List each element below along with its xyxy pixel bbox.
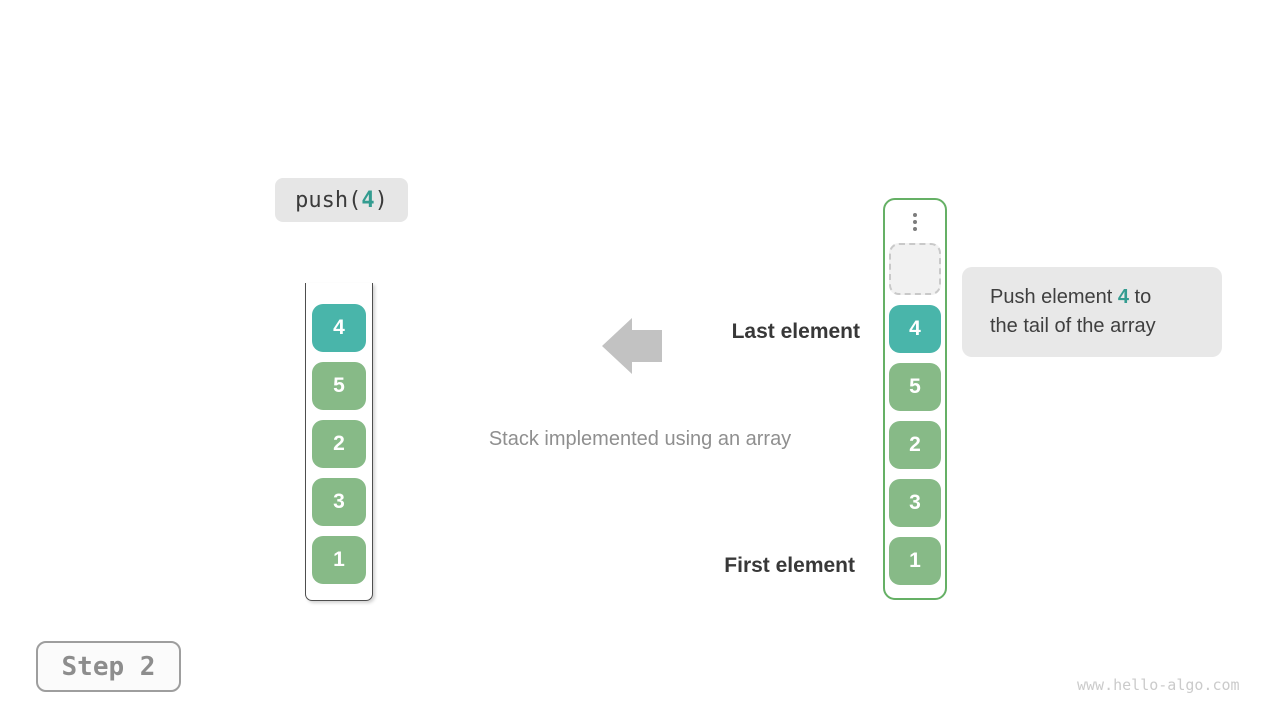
- stack-cell: 2: [312, 420, 366, 468]
- stack-cell-value: 1: [333, 548, 345, 571]
- callout-highlight-value: 4: [1117, 286, 1129, 308]
- array-cell: 5: [889, 363, 941, 411]
- stack-cell: 5: [312, 362, 366, 410]
- array-cell: 1: [889, 537, 941, 585]
- stack-container-left: 4 5 2 3 1: [305, 283, 373, 601]
- push-explanation-callout: Push element 4 to the tail of the array: [962, 267, 1222, 357]
- stack-cell-value: 2: [333, 432, 345, 455]
- ellipsis-dot: [913, 227, 917, 231]
- last-element-label: Last element: [731, 320, 860, 343]
- push-close-paren: ): [374, 187, 388, 213]
- stack-cell-value: 3: [333, 490, 345, 513]
- array-cell: 2: [889, 421, 941, 469]
- push-operation-label: push(4): [275, 178, 408, 222]
- array-cell-value: 5: [909, 375, 921, 398]
- array-cell-value: 2: [909, 433, 921, 456]
- site-watermark: www.hello-algo.com: [1077, 676, 1240, 694]
- step-badge-label: Step 2: [61, 651, 156, 682]
- ellipsis-dot: [913, 220, 917, 224]
- diagram-caption: Stack implemented using an array: [488, 428, 792, 450]
- callout-text: Push element: [990, 286, 1118, 308]
- vertical-ellipsis-icon: [913, 213, 917, 231]
- stack-cell-value: 5: [333, 374, 345, 397]
- array-cell: 3: [889, 479, 941, 527]
- array-cell-value: 1: [909, 549, 921, 572]
- array-cell-value: 4: [909, 317, 921, 340]
- stack-cell-value: 4: [333, 316, 345, 339]
- push-argument: 4: [361, 187, 375, 213]
- callout-text-line2: the tail of the array: [990, 315, 1156, 337]
- empty-array-slot: [889, 243, 941, 295]
- stack-cell: 4: [312, 304, 366, 352]
- array-cell: 4: [889, 305, 941, 353]
- first-element-label: First element: [724, 554, 855, 577]
- callout-text: to: [1128, 286, 1152, 308]
- push-function-text: push(: [295, 187, 362, 213]
- stack-cell: 3: [312, 478, 366, 526]
- ellipsis-dot: [913, 213, 917, 217]
- array-container-right: 4 5 2 3 1: [883, 198, 947, 600]
- array-cell-value: 3: [909, 491, 921, 514]
- stack-cell: 1: [312, 536, 366, 584]
- step-badge: Step 2: [36, 641, 181, 692]
